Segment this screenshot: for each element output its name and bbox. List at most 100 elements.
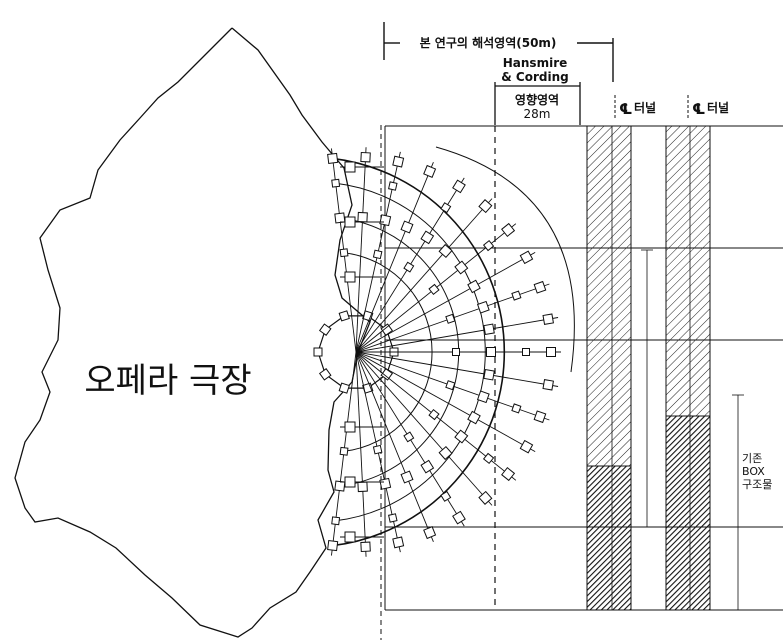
box-label-line2: BOX — [742, 465, 765, 478]
sensor-marker — [327, 152, 339, 164]
sensor-marker-small — [428, 408, 440, 421]
vertical-dimensions — [641, 249, 744, 610]
pier-marker — [318, 323, 332, 336]
sensor-marker — [454, 429, 469, 444]
sensor-marker-small — [440, 490, 452, 502]
influence-zone-label: 영향영역 — [515, 92, 559, 107]
sensor-marker — [360, 151, 371, 163]
sensor-marker — [392, 155, 405, 168]
tunnel-2-section — [665, 125, 711, 611]
opera-house-outline — [14, 27, 371, 638]
sensor-marker — [533, 410, 547, 424]
sensor-marker-small — [331, 178, 341, 188]
sensor-marker — [438, 243, 453, 259]
sensor-marker — [357, 211, 368, 223]
svg-text:터널: 터널 — [634, 100, 656, 115]
sensor-marker — [379, 477, 392, 490]
method-label-line2: & Cording — [501, 70, 568, 84]
svg-text:℄: ℄ — [619, 100, 632, 118]
opera-house-title: 오페라 극장 — [84, 361, 251, 401]
pier-block — [344, 216, 356, 228]
sensor-marker-small — [372, 444, 383, 455]
svg-text:터널: 터널 — [707, 100, 729, 115]
sensor-marker — [420, 230, 435, 245]
sensor-marker — [476, 390, 490, 404]
sensor-marker-small — [445, 313, 456, 324]
pier-marker — [338, 382, 350, 394]
reference-lines — [384, 125, 783, 611]
sensor-marker — [501, 222, 516, 237]
sensor-marker — [467, 279, 481, 294]
sensor-marker — [501, 467, 516, 482]
pier-block — [344, 271, 356, 283]
pier-marker — [338, 310, 350, 322]
sensor-marker — [400, 220, 414, 234]
sensor-marker — [452, 510, 466, 525]
pier-block — [344, 476, 356, 488]
sensor-marker-small — [331, 516, 341, 526]
influence-zone-distance: 28m — [524, 107, 551, 121]
influence-zone-dimension — [494, 82, 581, 125]
sensor-marker — [519, 250, 534, 265]
pier-marker — [380, 368, 394, 381]
analysis-range-label: 본 연구의 해석영역(50m) — [420, 35, 557, 50]
sensor-marker — [533, 280, 547, 294]
tunnel-2-label: ℄ 터널 — [687, 95, 729, 118]
tunnel-1-label: ℄ 터널 — [614, 95, 656, 118]
sensor-marker-small — [339, 248, 349, 258]
sensor-marker-small — [511, 290, 522, 301]
sensor-marker — [334, 212, 346, 224]
sensor-marker — [483, 368, 495, 381]
sensor-marker-small — [339, 446, 349, 456]
sensor-marker — [334, 480, 346, 492]
sensor-marker — [476, 300, 490, 314]
sensor-marker — [542, 379, 554, 391]
sensor-marker-small — [511, 403, 522, 414]
sensor-marker-small — [440, 202, 452, 214]
analysis-range-dimension — [383, 22, 614, 82]
pier-block — [344, 531, 356, 543]
sensor-marker-small — [403, 431, 415, 443]
sensor-marker-small — [428, 283, 440, 296]
sensor-marker — [478, 199, 493, 214]
sensor-marker — [542, 313, 554, 325]
sensor-marker-small — [388, 181, 398, 191]
radial-sensor-array — [327, 146, 575, 557]
pier-block — [344, 421, 356, 433]
box-label-line3: 구조물 — [742, 478, 772, 491]
sensor-marker — [438, 445, 453, 461]
box-label-line1: 기존 — [742, 452, 762, 465]
sensor-marker — [519, 439, 534, 454]
sensor-marker — [452, 179, 466, 194]
sensor-marker — [423, 164, 437, 178]
sensor-marker-small — [522, 348, 530, 356]
sensor-marker-small — [452, 348, 460, 356]
tunnel-1-section — [586, 125, 632, 611]
sensor-marker-small — [403, 261, 415, 273]
sensor-marker — [379, 214, 392, 227]
sensor-marker — [467, 410, 481, 425]
sensor-marker — [486, 347, 496, 357]
sensor-marker-small — [482, 452, 495, 465]
sensor-marker — [420, 459, 435, 474]
pier-marker — [318, 368, 332, 381]
pier-marker — [313, 347, 323, 357]
sensor-marker — [357, 481, 368, 493]
sensor-marker — [327, 540, 339, 552]
pier-block — [344, 161, 356, 173]
sensor-marker — [478, 490, 493, 505]
sensor-marker — [400, 470, 414, 484]
sensor-marker — [483, 323, 495, 336]
sensor-marker — [423, 526, 437, 540]
sensor-marker — [454, 260, 469, 275]
sensor-marker-small — [445, 380, 456, 391]
pier-marker — [380, 323, 394, 336]
sensor-marker — [546, 347, 556, 357]
svg-text:℄: ℄ — [692, 100, 705, 118]
sensor-marker-small — [482, 239, 495, 252]
sensor-marker — [360, 541, 371, 553]
method-label-line1: Hansmire — [503, 56, 568, 70]
sensor-marker — [392, 536, 405, 549]
sensor-marker-small — [388, 513, 398, 523]
sensor-marker-small — [372, 249, 383, 260]
